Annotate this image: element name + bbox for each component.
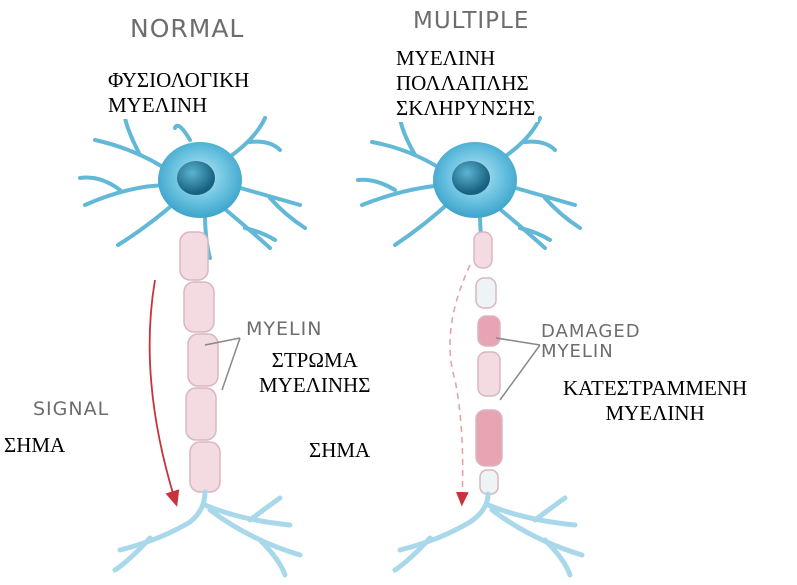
greek-damaged-line-1: ΚΑΤΕΣΤΡΑΜΜΕΝΗ [563, 376, 747, 401]
damaged-pointer-right [496, 338, 540, 400]
normal-header: NORMAL [130, 14, 244, 43]
signal-label: SIGNAL [33, 398, 109, 420]
damaged-myelin-right [474, 232, 502, 494]
greek-normal-title: ΦΥΣΙΟΛΟΓΙΚΗ ΜΥΕΛΙΝΗ [105, 67, 252, 119]
myelin-label: MYELIN [246, 318, 322, 340]
axon-terminal-right [395, 494, 582, 575]
signal-arrow-right [450, 265, 470, 500]
greek-normal-title-line-2: ΜΥΕΛΙΝΗ [108, 93, 249, 118]
damaged-label-line-1: DAMAGED [541, 322, 641, 342]
multiple-header: MULTIPLE [413, 8, 529, 34]
signal-arrow-left [150, 280, 175, 500]
greek-myelin-line-2: ΜΥΕΛΙΝΗΣ [259, 373, 370, 398]
myelin-sheath-left [180, 232, 220, 492]
greek-ms-title-line-3: ΣΚΛΗΡΥΝΣΗΣ [396, 96, 535, 121]
greek-ms-title-line-1: ΜΥΕΛΙΝΗ [396, 46, 535, 71]
greek-signal-right: ΣΗΜΑ [306, 437, 373, 464]
greek-signal-left: ΣΗΜΑ [1, 432, 68, 459]
greek-damaged-line-2: ΜΥΕΛΙΝΗ [563, 401, 747, 426]
greek-ms-title: ΜΥΕΛΙΝΗ ΠΟΛΛΑΠΛΗΣ ΣΚΛΗΡΥΝΣΗΣ [393, 45, 538, 122]
axon-terminal-left [115, 492, 300, 575]
damaged-myelin-label: DAMAGED MYELIN [541, 322, 641, 362]
nucleus-right [452, 161, 490, 195]
nucleus-left [177, 161, 215, 195]
greek-damaged-myelin: ΚΑΤΕΣΤΡΑΜΜΕΝΗ ΜΥΕΛΙΝΗ [560, 375, 750, 427]
greek-ms-title-line-2: ΠΟΛΛΑΠΛΗΣ [396, 71, 535, 96]
damaged-label-line-2: MYELIN [541, 342, 641, 362]
greek-myelin-layer: ΣΤΡΩΜΑ ΜΥΕΛΙΝΗΣ [256, 347, 373, 399]
greek-myelin-line-1: ΣΤΡΩΜΑ [259, 348, 370, 373]
greek-normal-title-line-1: ΦΥΣΙΟΛΟΓΙΚΗ [108, 68, 249, 93]
